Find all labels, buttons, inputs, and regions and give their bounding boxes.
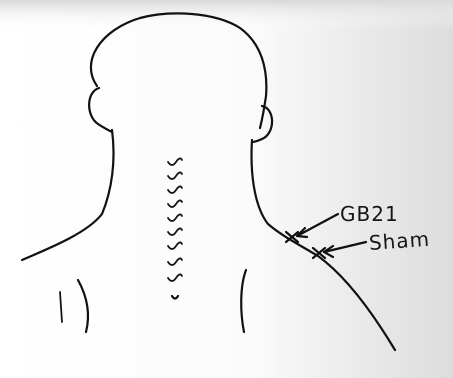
sham-label: Sham bbox=[368, 229, 430, 253]
gb21-label: GB21 bbox=[340, 204, 399, 224]
